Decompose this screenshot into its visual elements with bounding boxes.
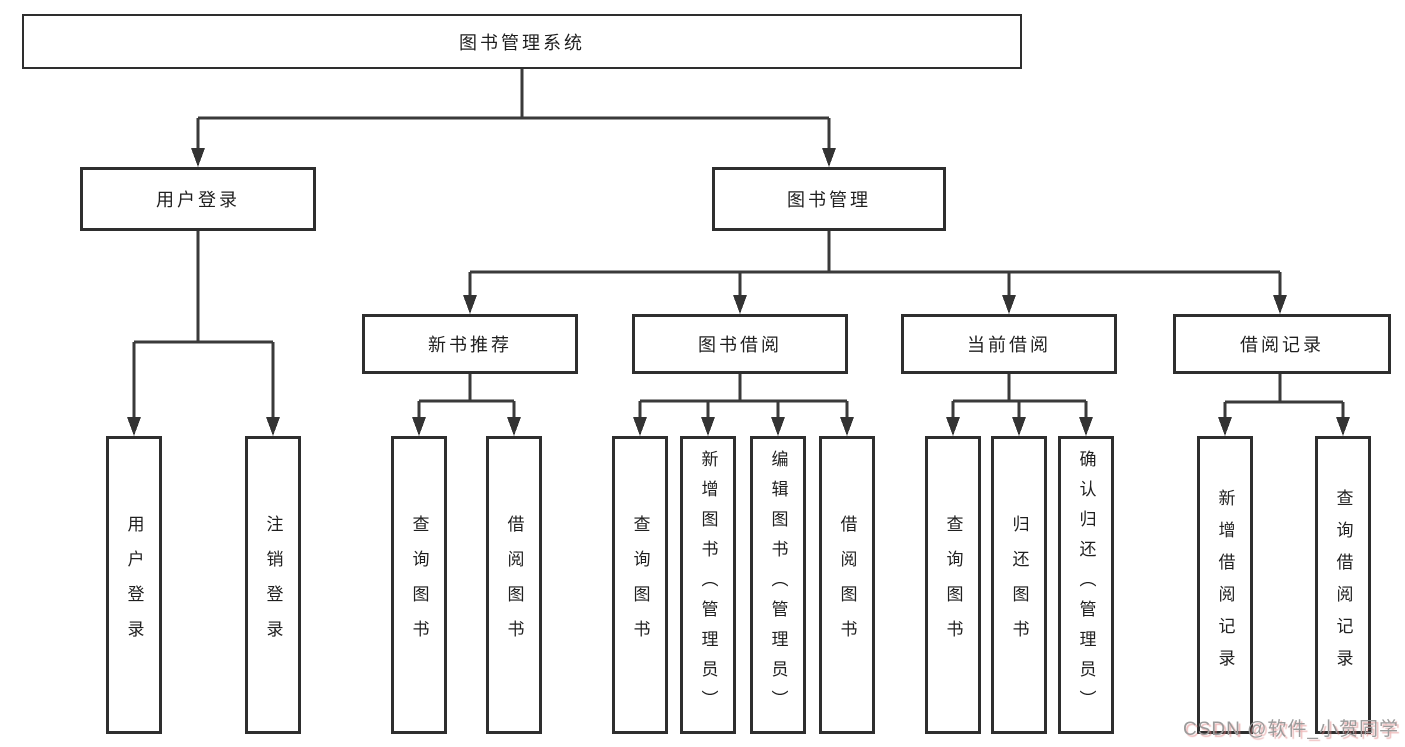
leaf-label: 查询图书 — [409, 515, 429, 655]
leaf-add-borrow-record: 新增借阅记录 — [1197, 436, 1253, 734]
node-user-login: 用户登录 — [80, 167, 316, 231]
leaf-user-login: 用户登录 — [106, 436, 162, 734]
node-library-system: 图书管理系统 — [22, 14, 1022, 69]
leaf-return-books: 归还图书 — [991, 436, 1047, 734]
node-book-management: 图书管理 — [712, 167, 946, 231]
node-new-book-recommend: 新书推荐 — [362, 314, 578, 374]
leaf-label: 新增图书（管理员） — [698, 450, 718, 720]
leaf-label: 借阅图书 — [504, 515, 524, 655]
leaf-query-books-2: 查询图书 — [612, 436, 668, 734]
node-book-borrow: 图书借阅 — [632, 314, 848, 374]
leaf-label: 借阅图书 — [837, 515, 857, 655]
leaf-label: 查询图书 — [943, 515, 963, 655]
node-current-borrow: 当前借阅 — [901, 314, 1117, 374]
leaf-borrow-books-1: 借阅图书 — [486, 436, 542, 734]
leaf-edit-book-admin: 编辑图书（管理员） — [750, 436, 806, 734]
leaf-borrow-books-2: 借阅图书 — [819, 436, 875, 734]
leaf-label: 编辑图书（管理员） — [768, 450, 788, 720]
leaf-label: 注销登录 — [263, 515, 283, 655]
leaf-logout: 注销登录 — [245, 436, 301, 734]
leaf-query-borrow-record: 查询借阅记录 — [1315, 436, 1371, 734]
csdn-watermark: CSDN @软件_小贺同学 — [1183, 719, 1399, 740]
leaf-add-book-admin: 新增图书（管理员） — [680, 436, 736, 734]
node-borrow-records: 借阅记录 — [1173, 314, 1391, 374]
leaf-label: 查询借阅记录 — [1333, 489, 1353, 681]
leaf-query-books-3: 查询图书 — [925, 436, 981, 734]
leaf-label: 归还图书 — [1009, 515, 1029, 655]
leaf-query-books-1: 查询图书 — [391, 436, 447, 734]
leaf-label: 查询图书 — [630, 515, 650, 655]
leaf-label: 用户登录 — [124, 515, 144, 655]
leaf-confirm-return-admin: 确认归还（管理员） — [1058, 436, 1114, 734]
leaf-label: 确认归还（管理员） — [1076, 450, 1096, 720]
leaf-label: 新增借阅记录 — [1215, 489, 1235, 681]
